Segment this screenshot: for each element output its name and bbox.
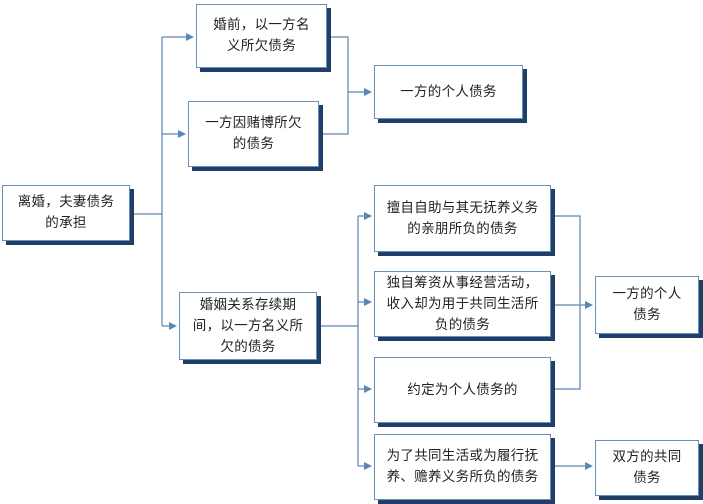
during-marriage-node: 婚姻关系存续期间，以一方名义所欠的债务 bbox=[179, 292, 317, 360]
connector-unauthorized-merge bbox=[552, 215, 581, 305]
unauthorized-support-node: 擅自自助与其无抚养义务的亲朋所负的债务 bbox=[374, 185, 551, 252]
connector-before-marriage-merge bbox=[328, 36, 349, 92]
independent-business-node: 独自筹资从事经营活动，收入却为用于共同生活所负的债务 bbox=[374, 271, 551, 337]
agreed-personal-node: 约定为个人债务的 bbox=[374, 357, 551, 423]
gambling-node: 一方因赌博所欠的债务 bbox=[188, 101, 319, 167]
before-marriage-node: 婚前，以一方名义所欠债务 bbox=[196, 4, 327, 68]
connector-gambling-merge bbox=[320, 92, 349, 135]
personal-debt-top-node: 一方的个人债务 bbox=[374, 65, 523, 119]
common-life-node: 为了共同生活或为履行抚养、赡养义务所负的债务 bbox=[374, 434, 551, 500]
root-node: 离婚，夫妻债务的承担 bbox=[2, 185, 130, 241]
joint-debt-node: 双方的共同债务 bbox=[595, 440, 699, 496]
connector-agreed-merge bbox=[552, 305, 581, 390]
personal-debt-right-node: 一方的个人债务 bbox=[595, 276, 699, 334]
